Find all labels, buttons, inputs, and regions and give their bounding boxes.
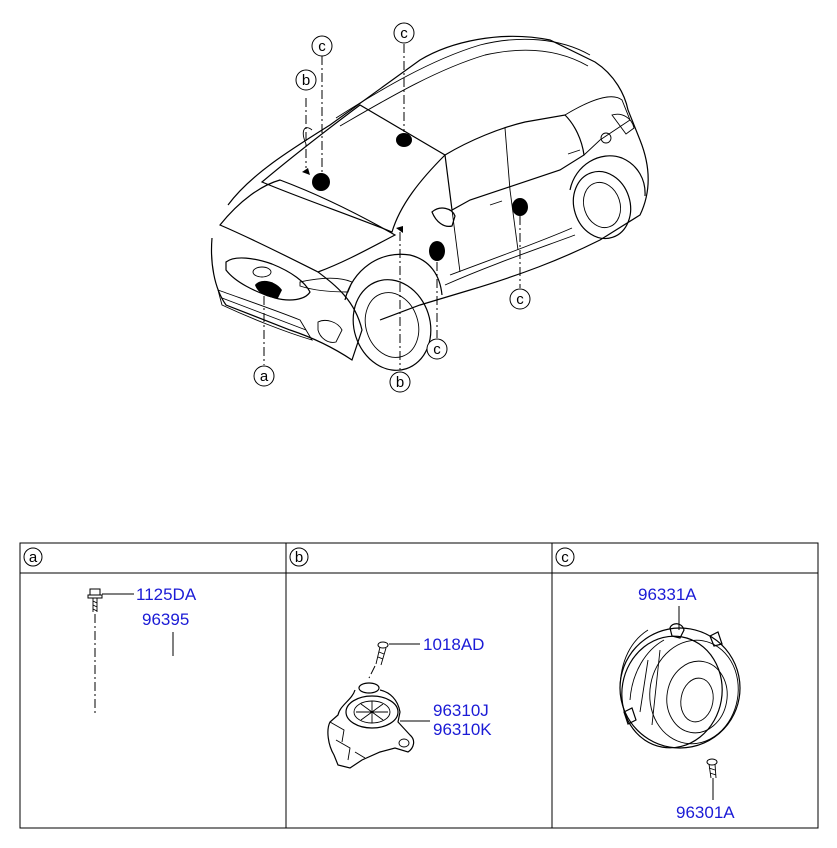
svg-text:c: c — [318, 38, 326, 55]
svg-text:b: b — [302, 72, 310, 89]
tweeter-icon — [327, 682, 415, 769]
cell-c: 96331A 96301A — [619, 585, 741, 822]
callout-a-bottom: a — [253, 365, 275, 387]
part-number-96310J: 96310J — [433, 701, 489, 720]
tweeter-marker-right — [396, 226, 403, 233]
part-number-96310K: 96310K — [433, 720, 492, 739]
callout-b-bottom: b — [389, 371, 411, 393]
part-number-96395: 96395 — [142, 610, 189, 629]
speaker-icon — [619, 623, 741, 749]
svg-text:c: c — [561, 549, 569, 566]
vehicle-illustration — [210, 35, 649, 371]
svg-text:a: a — [29, 549, 38, 566]
svg-text:c: c — [433, 341, 441, 358]
callout-c-top-center: c — [393, 22, 415, 44]
part-number-96331A: 96331A — [638, 585, 697, 604]
speaker-marker-dash-left — [312, 173, 330, 191]
cell-a: 1125DA 96395 — [87, 585, 197, 716]
callout-c-bottom: c — [426, 338, 448, 360]
cell-b: 1018AD 96310J 96310K — [327, 635, 492, 769]
table-header-b: b — [289, 547, 309, 567]
screw-icon-c — [706, 758, 718, 779]
parts-table: a b c — [19, 542, 819, 829]
svg-text:b: b — [396, 374, 404, 391]
callout-b-top-left: b — [295, 69, 317, 91]
callout-c-right: c — [509, 288, 531, 310]
tweeter-marker-left — [302, 168, 310, 175]
speaker-marker-dash-center — [396, 133, 412, 147]
screw-icon — [375, 641, 389, 666]
svg-text:a: a — [260, 368, 269, 385]
part-number-1125DA: 1125DA — [136, 585, 197, 604]
part-number-96301A: 96301A — [676, 803, 735, 822]
svg-text:b: b — [295, 549, 303, 566]
part-number-1018AD: 1018AD — [423, 635, 484, 654]
svg-text:c: c — [516, 291, 524, 308]
svg-text:c: c — [400, 25, 408, 42]
table-header-c: c — [555, 547, 575, 567]
speaker-marker-front-door — [429, 241, 445, 261]
horn-marker — [255, 280, 282, 298]
table-header-a: a — [23, 547, 43, 567]
callout-c-top-left: c — [311, 35, 333, 57]
bolt-icon — [87, 588, 103, 612]
speaker-marker-rear-door — [512, 198, 528, 216]
